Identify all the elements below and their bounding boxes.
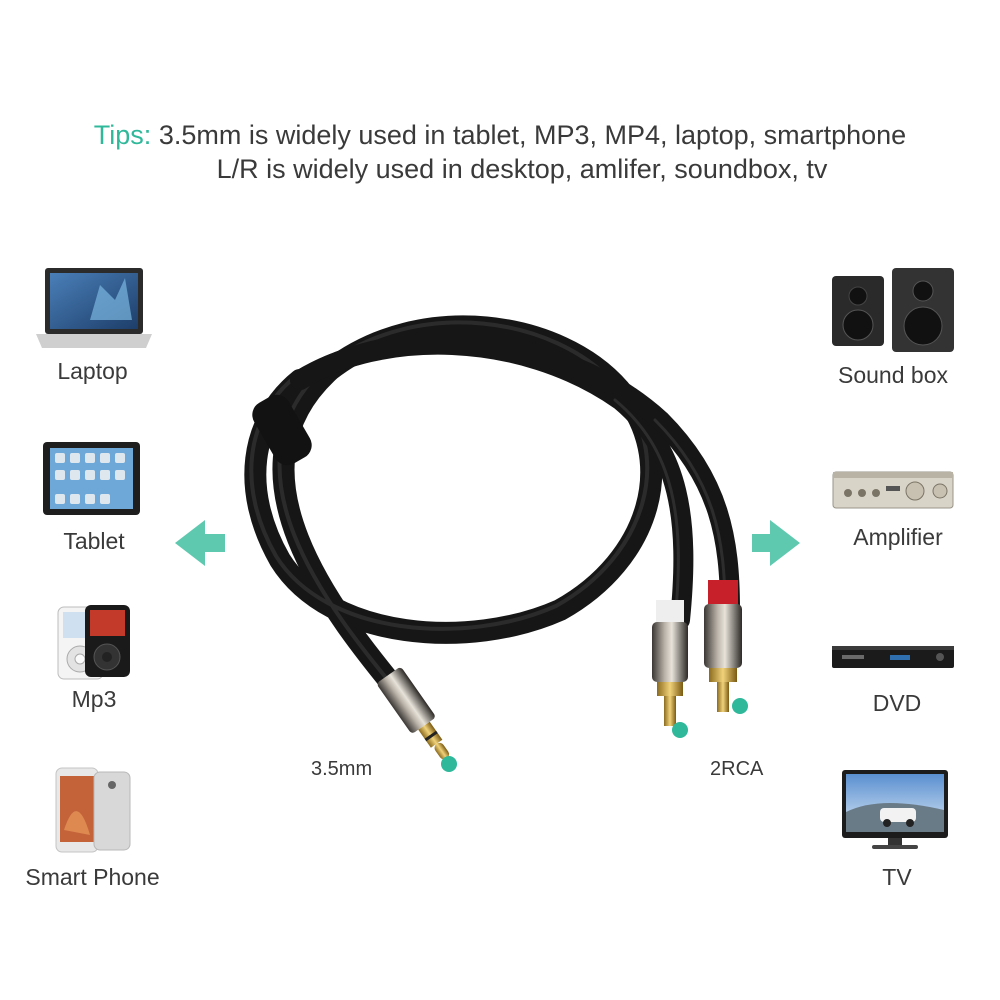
tips-text: Tips: 3.5mm is widely used in tablet, MP… bbox=[0, 118, 1000, 186]
plug-3-5mm-marker bbox=[441, 756, 457, 772]
dvd-player-icon bbox=[832, 646, 954, 668]
rca-white-marker bbox=[672, 722, 688, 738]
amplifier-label: Amplifier bbox=[853, 524, 943, 550]
mp3-player-icon bbox=[57, 605, 130, 680]
tv-label: TV bbox=[882, 864, 912, 890]
tablet-label: Tablet bbox=[63, 528, 125, 554]
plug-2rca-label: 2RCA bbox=[710, 758, 764, 780]
laptop-label: Laptop bbox=[57, 358, 128, 384]
arrow-right-icon bbox=[752, 520, 800, 566]
speakers-icon bbox=[832, 268, 954, 352]
tablet-icon bbox=[43, 442, 140, 515]
dvd-label: DVD bbox=[872, 690, 922, 716]
arrow-left-icon bbox=[175, 520, 225, 566]
tv-icon bbox=[842, 770, 948, 849]
soundbox-label: Sound box bbox=[838, 362, 948, 388]
amplifier-icon bbox=[832, 471, 954, 509]
tips-line-2: L/R is widely used in desktop, amlifer, … bbox=[216, 154, 828, 184]
smartphone-label: Smart Phone bbox=[25, 864, 160, 890]
laptop-icon bbox=[36, 268, 152, 348]
tips-line-1: 3.5mm is widely used in tablet, MP3, MP4… bbox=[158, 120, 907, 150]
tips-label: Tips: bbox=[93, 120, 152, 150]
rca-plug-red bbox=[704, 580, 742, 712]
mp3-label: Mp3 bbox=[71, 686, 117, 712]
rca-red-marker bbox=[732, 698, 748, 714]
smartphone-icon bbox=[55, 767, 131, 853]
plug-3-5mm-label: 3.5mm bbox=[311, 758, 373, 780]
plug-3-5mm bbox=[377, 667, 450, 760]
rca-plug-white bbox=[652, 600, 688, 726]
audio-cable bbox=[244, 315, 740, 711]
